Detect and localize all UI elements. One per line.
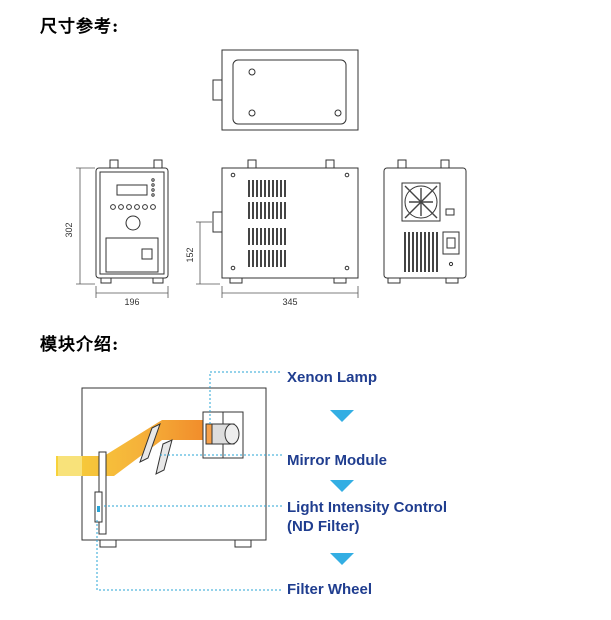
side-height-dimension-label: 152 bbox=[185, 247, 195, 262]
flow-arrows bbox=[330, 410, 354, 565]
mirror-module-label: Mirror Module bbox=[287, 452, 387, 469]
light-intensity-control-label: Light Intensity Control bbox=[287, 499, 447, 516]
leader-lines bbox=[96, 371, 282, 591]
mirror-module-drawing bbox=[139, 422, 173, 475]
nd-filter-drawing bbox=[94, 451, 107, 535]
top-view-drawing bbox=[212, 49, 359, 131]
dimensions-heading: 尺寸参考: bbox=[40, 17, 120, 37]
modules-heading: 模块介绍: bbox=[40, 335, 120, 355]
front-view-drawing bbox=[95, 159, 169, 284]
side-dimension-lines bbox=[196, 221, 359, 298]
arrow-down-icon bbox=[330, 553, 354, 565]
arrow-down-icon bbox=[330, 480, 354, 492]
xenon-lamp-drawing bbox=[202, 411, 244, 459]
front-dimension-lines bbox=[76, 167, 169, 298]
filter-wheel-label: Filter Wheel bbox=[287, 581, 372, 598]
front-width-dimension-label: 196 bbox=[124, 297, 139, 307]
light-beam bbox=[56, 420, 208, 476]
arrow-down-icon bbox=[330, 410, 354, 422]
xenon-lamp-label: Xenon Lamp bbox=[287, 369, 377, 386]
side-view-drawing bbox=[212, 159, 359, 284]
nd-filter-label: (ND Filter) bbox=[287, 518, 360, 535]
side-length-dimension-label: 345 bbox=[282, 297, 297, 307]
rear-view-drawing bbox=[383, 159, 467, 284]
height-dimension-label: 302 bbox=[64, 222, 74, 237]
